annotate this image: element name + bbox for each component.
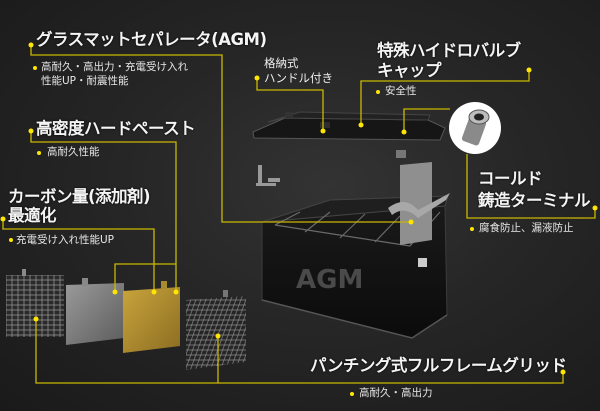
terminal-bracket: [256, 165, 280, 186]
bullet-icon: [470, 227, 474, 231]
agm-separator-sheet: [388, 162, 450, 245]
cold-forged-terminal-magnified: [449, 102, 501, 154]
positive-grid-plate: [6, 269, 64, 337]
carbon-title-2: 最適化: [8, 206, 57, 225]
pasted-gray-plate: [66, 278, 124, 345]
bullet-icon: [9, 238, 13, 242]
valve-cap-desc: 安全性: [385, 85, 417, 97]
bullet-icon: [376, 90, 380, 94]
handle-label-2: ハンドル付き: [264, 71, 333, 85]
carbon-desc: 充電受け入れ性能UP: [16, 234, 115, 246]
bullet-icon: [33, 66, 37, 70]
agm-separator-desc-1: 高耐久・高出力・充電受け入れ: [41, 61, 188, 73]
agm-separator-desc-2: 性能UP・耐震性能: [41, 75, 129, 87]
handle-label-1: 格納式: [264, 56, 299, 70]
carbon-gold-plate: [123, 281, 180, 353]
agm-separator-title: グラスマットセパレータ(AGM): [36, 30, 267, 49]
hard-paste-desc: 高耐久性能: [47, 146, 100, 158]
bullet-icon: [350, 392, 354, 396]
grid-desc: 高耐久・高出力: [359, 387, 433, 399]
battery-lid: [252, 111, 446, 141]
qr-code: [418, 258, 427, 267]
punched-full-frame-grid: [186, 290, 246, 370]
grid-title: パンチング式フルフレームグリッド: [310, 356, 567, 375]
bullet-icon: [37, 151, 41, 155]
small-terminal: [396, 150, 406, 158]
leader-lines: [2, 45, 596, 384]
hard-paste-title: 高密度ハードペースト: [36, 119, 196, 138]
terminal-title-1: コールド: [478, 169, 543, 188]
leader-dots: [0, 42, 598, 375]
terminal-title-2: 鋳造ターミナル: [478, 191, 591, 210]
terminal-desc: 腐食防止、漏液防止: [479, 222, 574, 234]
carbon-title-1: カーボン量(添加剤): [8, 187, 151, 206]
valve-cap-title-2: キャップ: [377, 61, 442, 80]
valve-cap-title-1: 特殊ハイドロバルブ: [377, 41, 521, 60]
agm-case-label: AGM: [296, 265, 363, 295]
